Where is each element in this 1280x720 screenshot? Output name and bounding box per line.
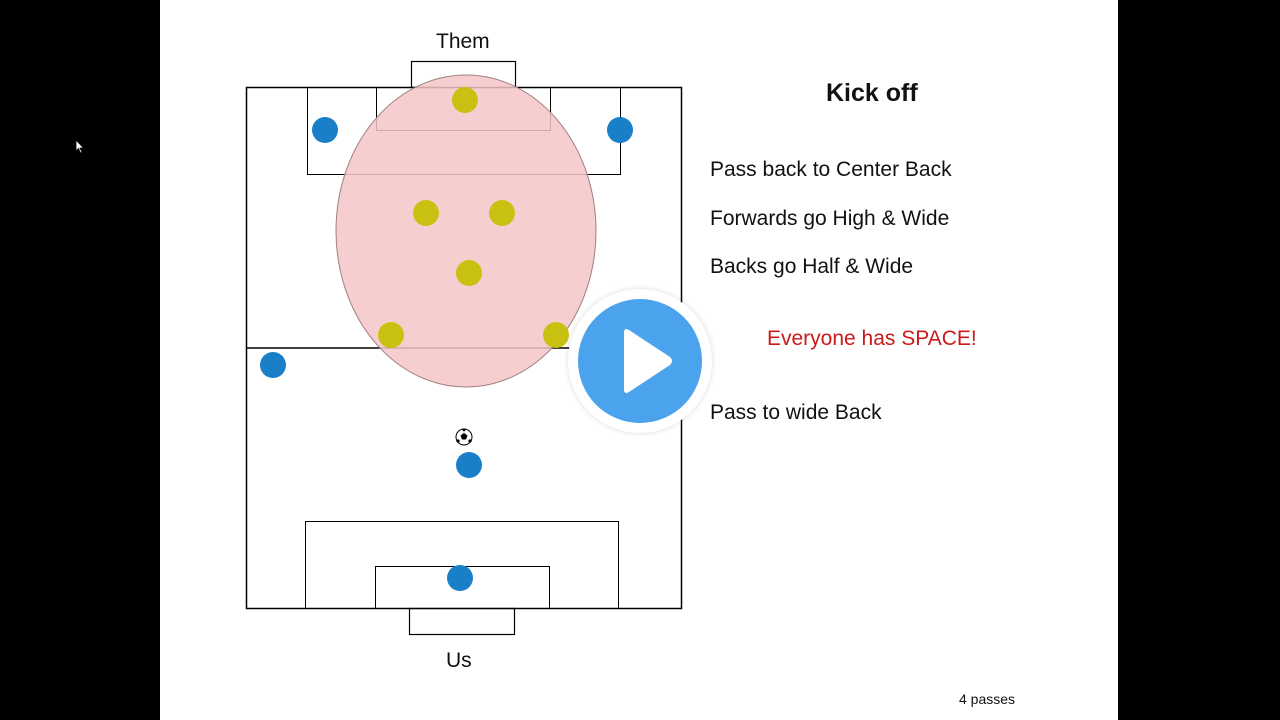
soccer-ball-icon (455, 428, 473, 446)
presentation-slide: Them Us Kick off Pass back to Center Bac… (160, 0, 1118, 720)
step-3: Backs go Half & Wide (710, 255, 914, 278)
play-button-face[interactable] (578, 299, 702, 423)
them-player (413, 200, 439, 226)
us-player-forward-right (607, 117, 633, 143)
them-player (543, 322, 569, 348)
them-player (378, 322, 404, 348)
bottom-goal (408, 607, 516, 636)
mouse-pointer-icon (75, 139, 85, 154)
highlight-text: Everyone has SPACE! (767, 327, 977, 350)
them-player-goalkeeper (452, 87, 478, 113)
step-1: Pass back to Center Back (710, 158, 952, 181)
play-button[interactable] (568, 289, 712, 433)
play-icon (624, 329, 672, 393)
us-player-goalkeeper (447, 565, 473, 591)
step-2: Forwards go High & Wide (710, 207, 950, 230)
footer-note: 4 passes (959, 691, 1016, 707)
us-player-center-back (456, 452, 482, 478)
space-zone (335, 74, 597, 388)
own-side-label: Us (446, 649, 472, 672)
opponent-side-label: Them (436, 30, 490, 53)
us-player-forward-left (312, 117, 338, 143)
slide-title: Kick off (826, 79, 918, 107)
bottom-penalty-box (305, 521, 619, 609)
step-4: Pass to wide Back (710, 401, 882, 424)
them-player (456, 260, 482, 286)
them-player (489, 200, 515, 226)
us-player-back-left (260, 352, 286, 378)
